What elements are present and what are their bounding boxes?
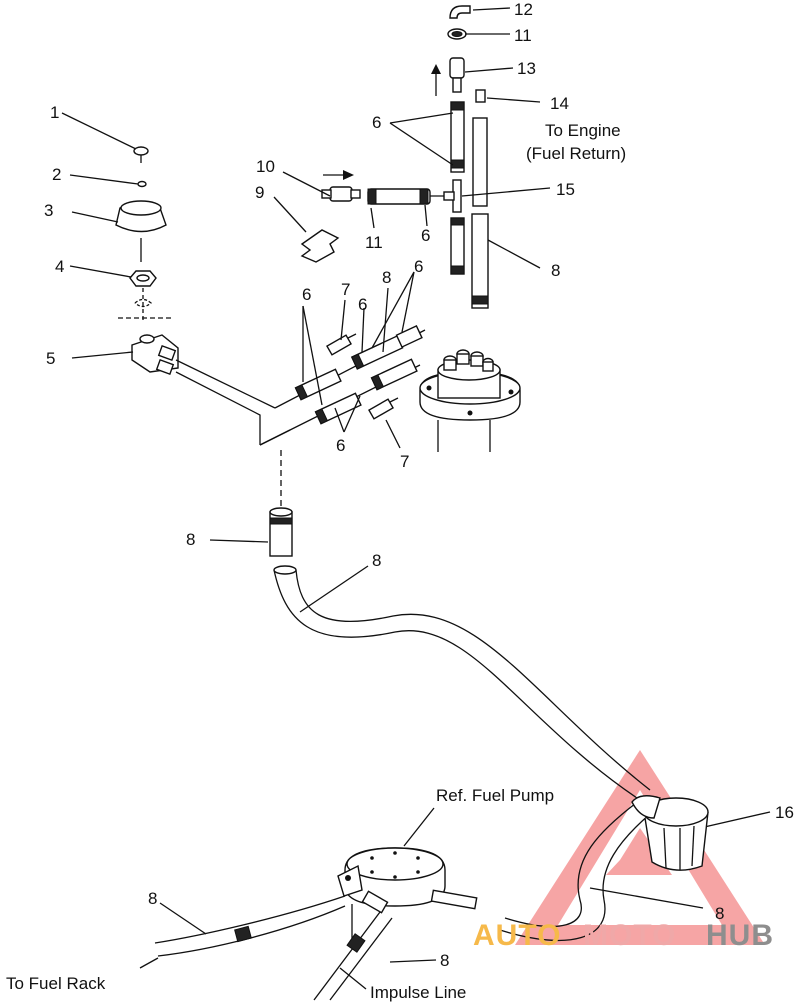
callout-6-left: 6 bbox=[302, 285, 312, 304]
flow-arrows bbox=[323, 64, 441, 180]
fuel-rack-hose bbox=[139, 895, 346, 969]
label-fuel-return: (Fuel Return) bbox=[526, 144, 627, 163]
callout-15: 15 bbox=[556, 180, 575, 199]
fitting-part-5 bbox=[131, 334, 291, 446]
callout-7-bottom: 7 bbox=[400, 452, 410, 471]
callout-7-top: 7 bbox=[341, 280, 351, 299]
label-to-fuel-rack: To Fuel Rack bbox=[6, 974, 106, 993]
hose-part-6-horizontal bbox=[367, 188, 452, 205]
callout-11-top: 11 bbox=[514, 26, 532, 45]
inline-filter-part-16 bbox=[631, 795, 709, 871]
fuel-sender-unit bbox=[419, 349, 521, 452]
watermark-hub: HUB bbox=[706, 919, 774, 952]
callout-6-mid: 6 bbox=[358, 295, 368, 314]
washer-part-2 bbox=[137, 180, 147, 188]
callout-11-horizontal: 11 bbox=[365, 233, 383, 252]
check-valve-part-7 bbox=[326, 333, 399, 420]
watermark-auto: AUTO bbox=[473, 919, 562, 952]
screw-part-1 bbox=[133, 146, 149, 163]
long-fuel-hose bbox=[273, 565, 651, 942]
fuel-pump bbox=[337, 847, 478, 940]
short-hose-part-8 bbox=[269, 507, 293, 557]
callout-8-cluster: 8 bbox=[382, 268, 392, 287]
nut-part-4 bbox=[118, 270, 172, 320]
label-impulse-line: Impulse Line bbox=[370, 983, 467, 1002]
callout-6-horizontal: 6 bbox=[421, 226, 431, 245]
callout-8-return: 8 bbox=[551, 261, 561, 280]
callout-8-long: 8 bbox=[372, 551, 382, 570]
callout-12: 12 bbox=[514, 0, 533, 19]
filter-part-10 bbox=[321, 186, 361, 202]
callout-4: 4 bbox=[55, 257, 65, 276]
callout-3: 3 bbox=[44, 201, 54, 220]
callout-6-bottom: 6 bbox=[336, 436, 346, 455]
callout-8-impulse: 8 bbox=[440, 951, 450, 970]
callout-10: 10 bbox=[256, 157, 275, 176]
callout-2: 2 bbox=[52, 165, 62, 184]
callout-5: 5 bbox=[46, 349, 56, 368]
label-ref-fuel-pump: Ref. Fuel Pump bbox=[436, 786, 555, 805]
callout-6-right: 6 bbox=[414, 257, 424, 276]
return-line-assembly bbox=[443, 5, 489, 309]
leader-lines bbox=[61, 7, 771, 990]
label-to-engine: To Engine bbox=[545, 121, 621, 140]
clip-part-9 bbox=[300, 229, 340, 263]
callout-8-rack: 8 bbox=[148, 889, 158, 908]
callout-13: 13 bbox=[517, 59, 536, 78]
callout-14: 14 bbox=[550, 94, 569, 113]
callout-9: 9 bbox=[255, 183, 265, 202]
watermark-moto: MOTO bbox=[583, 919, 677, 952]
callout-1: 1 bbox=[50, 103, 60, 122]
callout-6-return: 6 bbox=[372, 113, 382, 132]
callout-8-short: 8 bbox=[186, 530, 196, 549]
callout-8-filter: 8 bbox=[715, 904, 725, 923]
cap-part-3 bbox=[115, 200, 167, 262]
impulse-line-hose bbox=[313, 911, 393, 1001]
watermark-triangle bbox=[515, 750, 765, 945]
callout-16: 16 bbox=[775, 803, 794, 822]
hose-segments-cluster bbox=[294, 324, 423, 425]
